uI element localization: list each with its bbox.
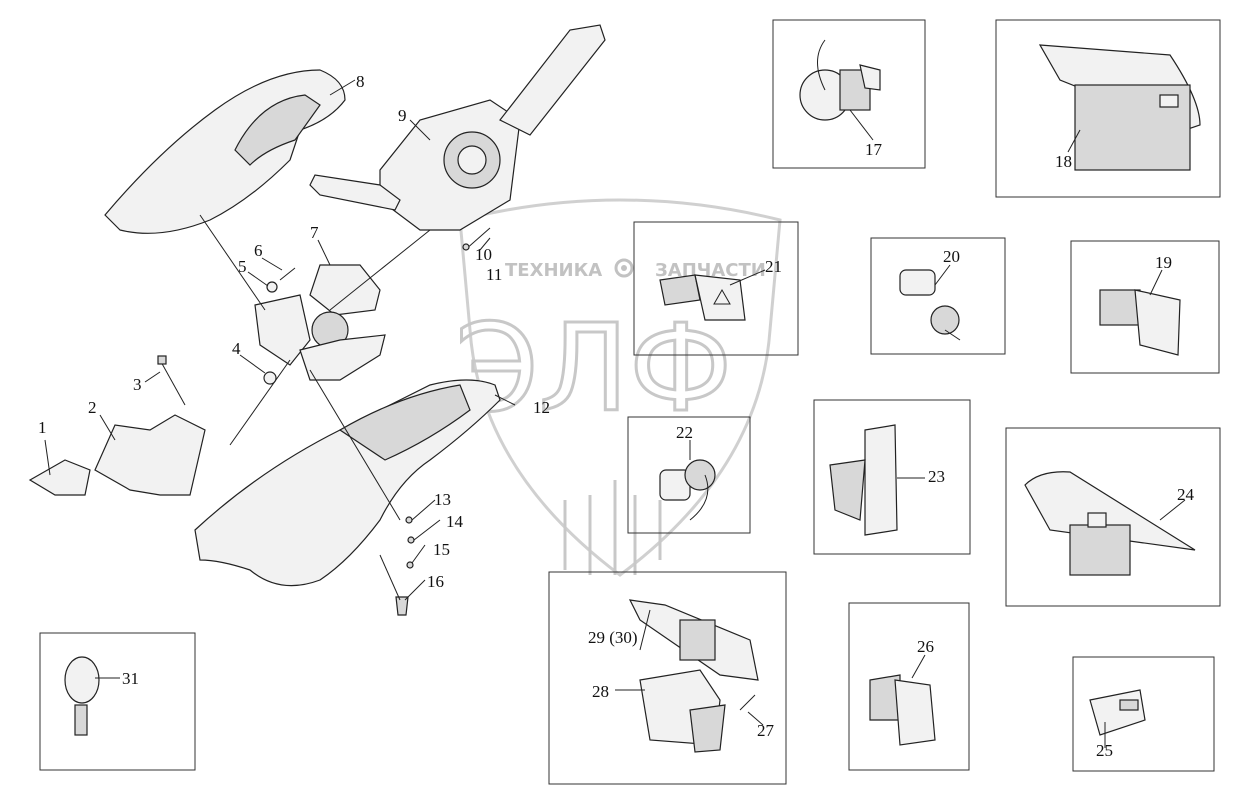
label-13: 13: [434, 490, 451, 509]
watermark-wheat: [563, 480, 662, 575]
light-stalk: [309, 174, 401, 211]
frame-21: [633, 221, 799, 356]
part-28-switch-unit: [639, 669, 756, 753]
watermark-text-right: ЗАПЧАСТИ: [655, 260, 766, 281]
frame-19: [1070, 240, 1220, 374]
part-21-hazard-switch: [659, 274, 746, 321]
label-16: 16: [427, 572, 444, 591]
mount-bracket: [94, 414, 206, 496]
part-19-fog-switch: [1099, 289, 1181, 356]
column-line-e: [379, 554, 401, 601]
label-29-30: 29 (30): [588, 628, 638, 647]
small-bracket: [28, 459, 91, 496]
bolt-3-head: [157, 355, 167, 365]
part-29-switch-bezel: [628, 599, 759, 681]
label-4: 4: [232, 339, 241, 358]
bolt-16: [395, 596, 409, 616]
label-21: 21: [765, 257, 782, 276]
column-line-c: [229, 359, 291, 446]
part-18-window-switch-panel: [1038, 44, 1201, 171]
label-25: 25: [1096, 741, 1113, 760]
steering-column-assembly: [28, 24, 606, 616]
part-17-switch: [799, 39, 881, 121]
label-26: 26: [917, 637, 934, 656]
label-9: 9: [398, 106, 407, 125]
upper-cover-inner: [234, 94, 321, 166]
callout-leaders: [44, 79, 1186, 748]
screw-15: [406, 561, 414, 569]
screw-6: [279, 267, 296, 281]
part-labels: 1 2 3 4 5 6 7 8 9 10 11 12 13 14 15 16 1…: [38, 72, 1195, 760]
screw-14: [407, 536, 415, 544]
lock-housing: [299, 334, 386, 381]
frame-17: [772, 19, 926, 169]
watermark-logo-text: ЭЛФ: [455, 300, 732, 439]
part-31-key-ring: [64, 656, 100, 736]
column-line-a: [199, 214, 266, 311]
part-23-blank-cover: [829, 424, 898, 536]
part-22-lock: [659, 459, 716, 521]
part-24-door-switch: [1024, 471, 1196, 576]
label-22: 22: [676, 423, 693, 442]
watermark-text-left: ТЕХНИКА: [505, 260, 602, 281]
label-19: 19: [1155, 253, 1172, 272]
part-25-switch: [1089, 689, 1146, 736]
ignition-lock: [309, 264, 381, 316]
combination-switch-hub: [457, 145, 487, 175]
frame-23: [813, 399, 971, 555]
lock-bracket: [254, 294, 311, 366]
frame-20: [870, 237, 1006, 355]
label-1: 1: [38, 418, 47, 437]
label-2: 2: [88, 398, 97, 417]
label-6: 6: [254, 241, 263, 260]
upper-column-cover: [104, 69, 346, 234]
frame-31: [39, 632, 196, 771]
label-8: 8: [356, 72, 365, 91]
bolt-3: [159, 359, 186, 406]
label-18: 18: [1055, 152, 1072, 171]
lower-cover-inner: [338, 384, 471, 461]
label-17: 17: [865, 140, 883, 159]
frame-18: [995, 19, 1221, 198]
label-31: 31: [122, 669, 139, 688]
label-5: 5: [238, 257, 247, 276]
column-line-d: [309, 369, 401, 521]
label-14: 14: [446, 512, 464, 531]
label-20: 20: [943, 247, 960, 266]
label-27: 27: [757, 721, 775, 740]
column-line-b: [329, 229, 431, 311]
washer-5: [266, 281, 278, 293]
watermark-shield: [458, 198, 782, 577]
label-11: 11: [486, 265, 502, 284]
part-20-sensor: [899, 269, 961, 341]
label-3: 3: [133, 375, 142, 394]
screw-11: [462, 243, 470, 251]
frame-25: [1072, 656, 1215, 772]
nut-4: [263, 371, 277, 385]
frame-26: [848, 602, 970, 771]
label-12: 12: [533, 398, 550, 417]
watermark: ТЕХНИКА ЗАПЧАСТИ ЭЛФ: [454, 198, 782, 577]
label-15: 15: [433, 540, 450, 559]
part-26-switch: [869, 674, 936, 746]
frame-28-29: [548, 571, 787, 785]
frame-22: [627, 416, 751, 534]
gear-icon: [614, 258, 634, 278]
wiper-stalk: [499, 24, 606, 136]
screw-13: [405, 516, 413, 524]
label-24: 24: [1177, 485, 1195, 504]
frame-24: [1005, 427, 1221, 607]
label-28: 28: [592, 682, 609, 701]
label-10: 10: [475, 245, 492, 264]
label-7: 7: [310, 223, 319, 242]
label-23: 23: [928, 467, 945, 486]
